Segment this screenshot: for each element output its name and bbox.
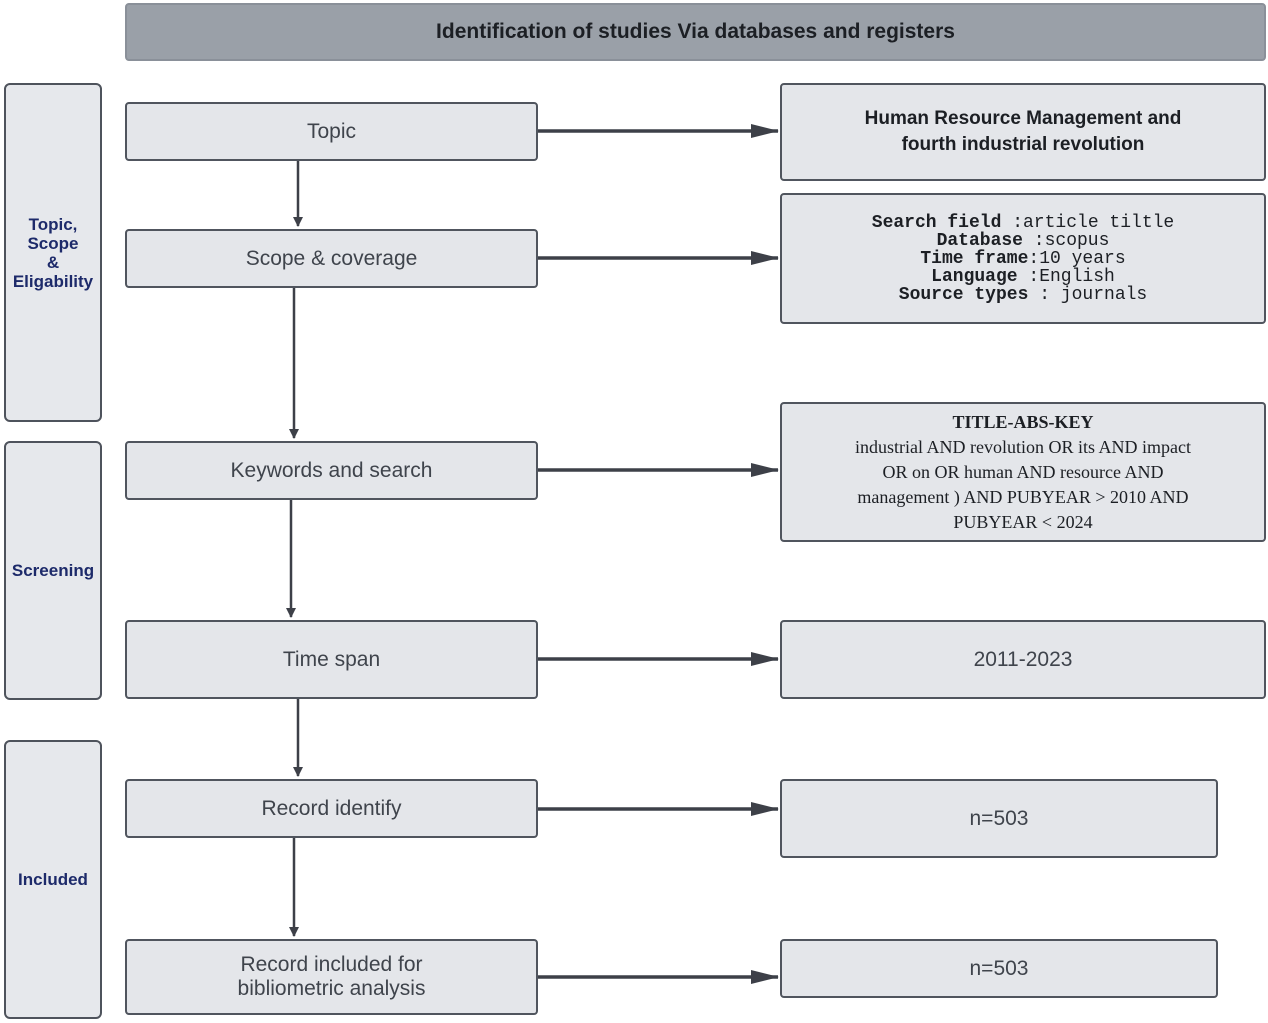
detail-keywords: TITLE-ABS-KEY industrial AND revolution … [780, 402, 1266, 542]
step-keywords-label: Keywords and search [230, 458, 433, 482]
scope-row-language: Language :English [931, 266, 1115, 287]
detail-time-span: 2011-2023 [780, 620, 1266, 699]
step-identify-label: Record identify [261, 796, 402, 820]
scope-row-time-frame: Time frame:10 years [920, 248, 1126, 269]
stage-topic-scope-eligability: Topic, Scope & Eligability [4, 83, 102, 422]
step-record-included: Record included for bibliometric analysi… [125, 939, 538, 1015]
stage-included: Included [4, 740, 102, 1019]
detail-scope: Search field :article tiltle Database :s… [780, 193, 1266, 324]
detail-topic-line: fourth industrial revolution [901, 134, 1145, 155]
step-included-label-line: bibliometric analysis [237, 977, 426, 1000]
keywords-query-line: PUBYEAR < 2024 [953, 511, 1093, 532]
step-topic: Topic [125, 102, 538, 161]
scope-row-source-types: Source types : journals [898, 284, 1148, 305]
detail-identify-value: n=503 [969, 806, 1029, 830]
scope-row-database: Database :scopus [936, 230, 1110, 251]
scope-row-search-field: Search field :article tiltle [871, 212, 1175, 233]
step-topic-label: Topic [306, 119, 357, 143]
header-title: Identification of studies Via databases … [436, 20, 955, 43]
detail-included-value: n=503 [969, 956, 1029, 980]
step-timespan-label: Time span [282, 647, 381, 671]
step-keywords-search: Keywords and search [125, 441, 538, 500]
step-scope-coverage: Scope & coverage [125, 229, 538, 288]
keywords-query-line: industrial AND revolution OR its AND imp… [855, 436, 1191, 457]
stage-line: Eligability [12, 271, 94, 291]
detail-topic: Human Resource Management and fourth ind… [780, 83, 1266, 181]
stage-line: Screening [11, 561, 95, 580]
keywords-query-line: management ) AND PUBYEAR > 2010 AND [857, 486, 1189, 507]
keywords-title: TITLE-ABS-KEY [952, 411, 1094, 432]
keywords-query-line: OR on OR human AND resource AND [882, 461, 1164, 482]
detail-record-included: n=503 [780, 939, 1218, 998]
detail-record-identify: n=503 [780, 779, 1218, 858]
stage-line: Scope [27, 233, 79, 253]
step-included-label-line: Record included for [240, 953, 423, 976]
step-time-span: Time span [125, 620, 538, 699]
stage-line: Topic, [28, 214, 78, 234]
detail-topic-line: Human Resource Management and [864, 108, 1182, 129]
stage-line: & [46, 252, 60, 272]
step-scope-label: Scope & coverage [245, 246, 418, 270]
detail-timespan-value: 2011-2023 [973, 647, 1073, 671]
stage-screening: Screening [4, 441, 102, 700]
step-record-identify: Record identify [125, 779, 538, 838]
diagram-header: Identification of studies Via databases … [125, 3, 1266, 61]
stage-line: Included [18, 870, 88, 889]
